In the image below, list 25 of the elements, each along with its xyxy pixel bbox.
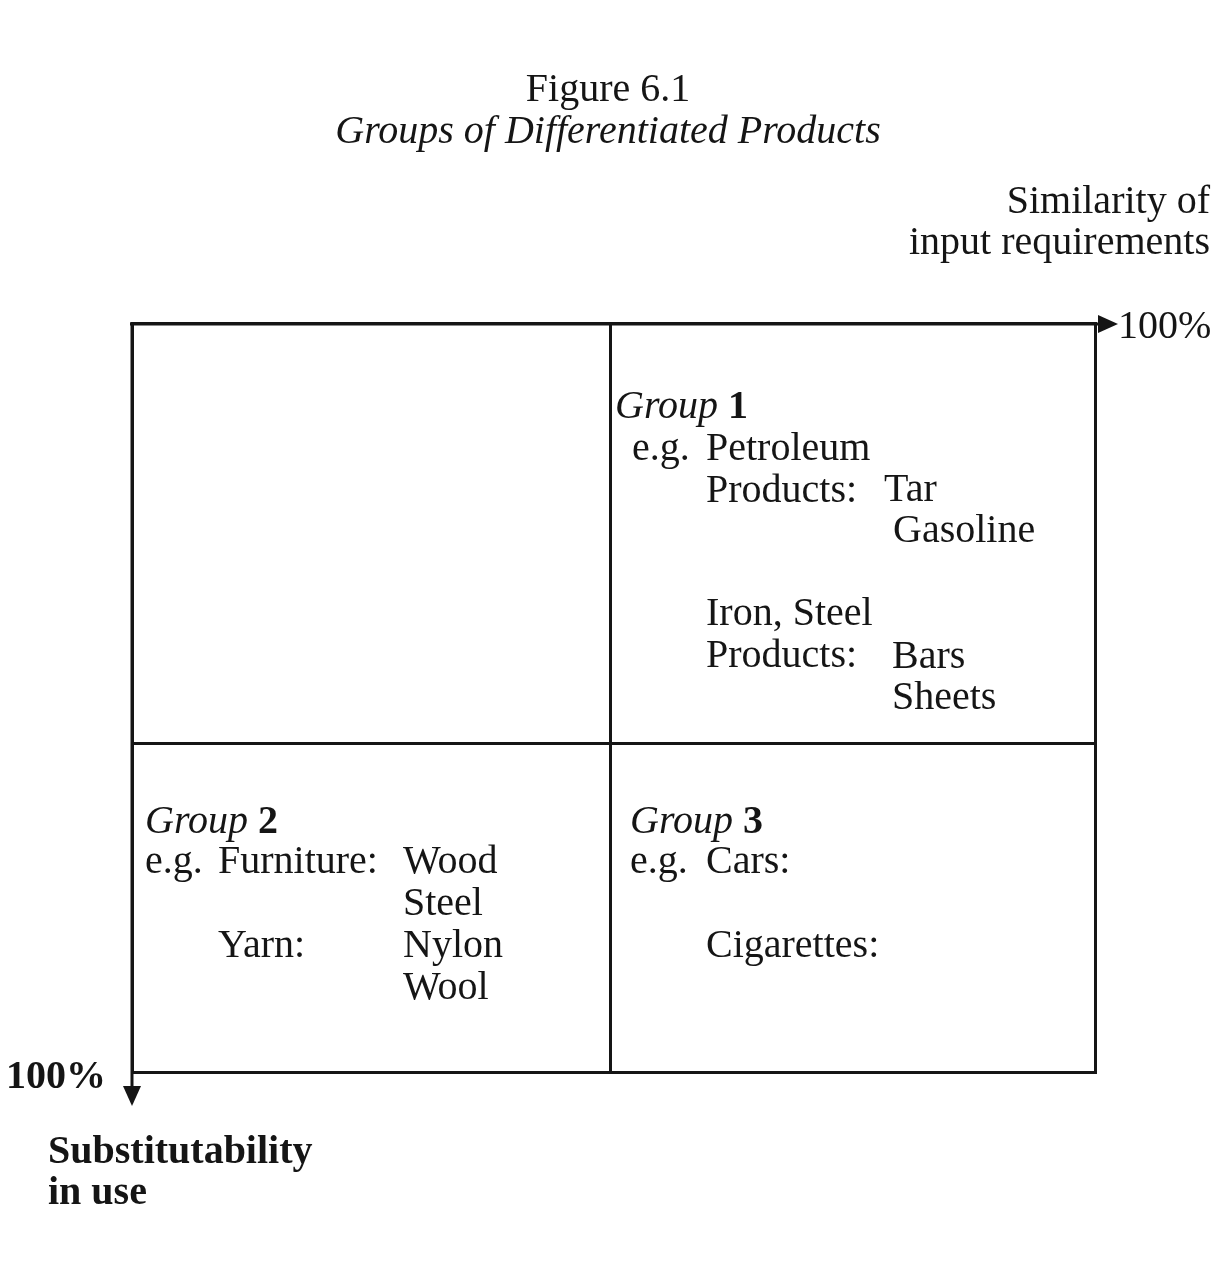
axis-end-label: 100%	[6, 1054, 106, 1095]
figure-caption: Groups of Differentiated Products	[335, 109, 881, 151]
item-label: Gasoline	[893, 508, 1036, 550]
item-label: Wood	[403, 839, 498, 881]
category-label: Yarn:	[218, 923, 306, 965]
item-label: Steel	[403, 881, 483, 923]
item-label: Wool	[403, 965, 489, 1007]
item-label: Bars	[892, 634, 966, 676]
figure-title: Figure 6.1	[525, 67, 691, 109]
item-label: Sheets	[892, 675, 997, 717]
quadrant-box	[609, 742, 1097, 1074]
example-abbreviation: e.g.	[145, 839, 203, 881]
item-label: Tar	[884, 467, 937, 509]
axis-title: Similarity of input requirements	[908, 179, 1210, 261]
category-label: Petroleum Products:	[706, 426, 871, 510]
example-abbreviation: e.g.	[632, 426, 690, 468]
category-label: Iron, Steel Products:	[706, 591, 873, 675]
quadrant-box	[609, 322, 1097, 745]
axis-end-label: 100%	[1118, 304, 1212, 345]
axis-title: Substitutability in use	[48, 1129, 313, 1211]
quadrant-box	[131, 742, 612, 1074]
example-abbreviation: e.g.	[630, 839, 688, 881]
group-heading: Group 1	[615, 384, 748, 426]
category-label: Cigarettes:	[706, 923, 880, 965]
item-label: Nylon	[403, 923, 503, 965]
